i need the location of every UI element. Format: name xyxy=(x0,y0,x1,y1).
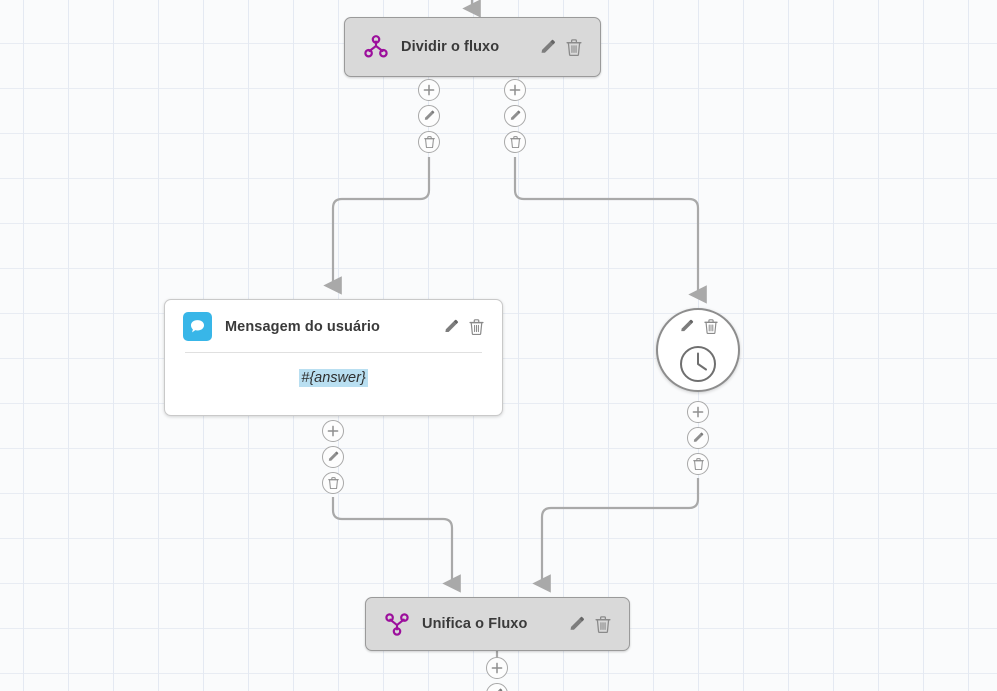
merge-flow-icon xyxy=(384,611,410,637)
node-dividir-o-fluxo[interactable]: Dividir o fluxo xyxy=(344,17,601,77)
delete-connector-button[interactable] xyxy=(418,131,440,153)
connector-actions-split-left[interactable] xyxy=(418,79,440,153)
edit-node-button[interactable] xyxy=(443,319,459,335)
timer-glyph xyxy=(658,344,738,384)
edit-connector-button[interactable] xyxy=(504,105,526,127)
variable-token: #{answer} xyxy=(299,369,368,387)
delete-connector-button[interactable] xyxy=(322,472,344,494)
add-node-button[interactable] xyxy=(418,79,440,101)
node-title: Mensagem do usuário xyxy=(225,318,380,335)
node-unifica-o-fluxo[interactable]: Unifica o Fluxo xyxy=(365,597,630,651)
delete-node-button[interactable] xyxy=(469,318,484,335)
node-title: Dividir o fluxo xyxy=(401,39,500,55)
edit-node-button[interactable] xyxy=(679,319,694,334)
edit-connector-button[interactable] xyxy=(418,105,440,127)
connector-actions-merge[interactable] xyxy=(486,657,508,691)
add-node-button[interactable] xyxy=(486,657,508,679)
edit-connector-button[interactable] xyxy=(322,446,344,468)
node-timer[interactable] xyxy=(656,308,740,392)
delete-node-button[interactable] xyxy=(595,615,611,633)
split-flow-icon xyxy=(363,34,389,60)
edge-timer-to-merge xyxy=(532,478,700,593)
edit-node-button[interactable] xyxy=(568,616,585,633)
edit-node-button[interactable] xyxy=(539,39,556,56)
connector-actions-user-message[interactable] xyxy=(322,420,344,494)
node-title: Unifica o Fluxo xyxy=(422,616,528,632)
connector-actions-split-right[interactable] xyxy=(504,79,526,153)
connector-actions-timer[interactable] xyxy=(687,401,709,475)
delete-node-button[interactable] xyxy=(566,38,582,56)
edit-connector-button[interactable] xyxy=(486,683,508,691)
edge-user-message-to-merge xyxy=(331,497,461,593)
timer-node-actions[interactable] xyxy=(658,319,738,334)
clock-icon xyxy=(678,344,718,384)
edge-split-to-user-message xyxy=(323,157,431,295)
delete-connector-button[interactable] xyxy=(504,131,526,153)
speech-bubble-icon xyxy=(183,312,212,341)
delete-connector-button[interactable] xyxy=(687,453,709,475)
add-node-button[interactable] xyxy=(504,79,526,101)
add-node-button[interactable] xyxy=(322,420,344,442)
add-node-button[interactable] xyxy=(687,401,709,423)
card-divider xyxy=(185,352,482,353)
node-mensagem-do-usuario[interactable]: Mensagem do usuário xyxy=(164,299,503,416)
edit-connector-button[interactable] xyxy=(687,427,709,449)
delete-node-button[interactable] xyxy=(703,319,718,334)
message-body: #{answer} xyxy=(165,353,502,407)
edge-split-to-timer xyxy=(513,157,707,304)
